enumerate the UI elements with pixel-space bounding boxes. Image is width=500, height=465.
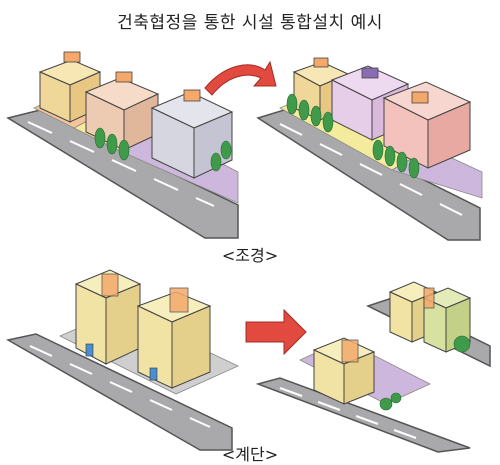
building-far-right: [422, 287, 472, 353]
building-2: [136, 287, 212, 389]
building-3: [150, 89, 234, 179]
caption-landscape: <조경>: [221, 246, 279, 265]
landscape-after: [256, 57, 483, 241]
tree-cluster-row: [286, 93, 420, 179]
road-lane-marks: [279, 123, 463, 216]
building-1: [74, 269, 142, 365]
tree-cluster-2: [210, 140, 232, 172]
landscape-before: [6, 51, 239, 239]
road-lane-marks: [29, 345, 211, 428]
tree-cluster-1: [94, 127, 130, 161]
road: [6, 109, 239, 239]
stairs-after: [255, 281, 491, 453]
tree-pair: [379, 335, 471, 411]
transition-arrow-bottom: [245, 308, 307, 356]
road: [5, 333, 233, 451]
road-lane-marks: [27, 121, 215, 207]
road: [256, 109, 481, 241]
figure-title: 건축협정을 통한 시설 통합설치 예시: [117, 13, 383, 33]
building-1: [38, 51, 102, 123]
caption-stairs: <계단>: [221, 445, 279, 464]
transition-arrow-top: [204, 60, 277, 96]
building-front: [312, 337, 376, 405]
road-lower: [255, 377, 471, 453]
building-3: [382, 81, 472, 169]
stairs-before: [5, 269, 239, 451]
road-lane-marks: [279, 311, 449, 439]
